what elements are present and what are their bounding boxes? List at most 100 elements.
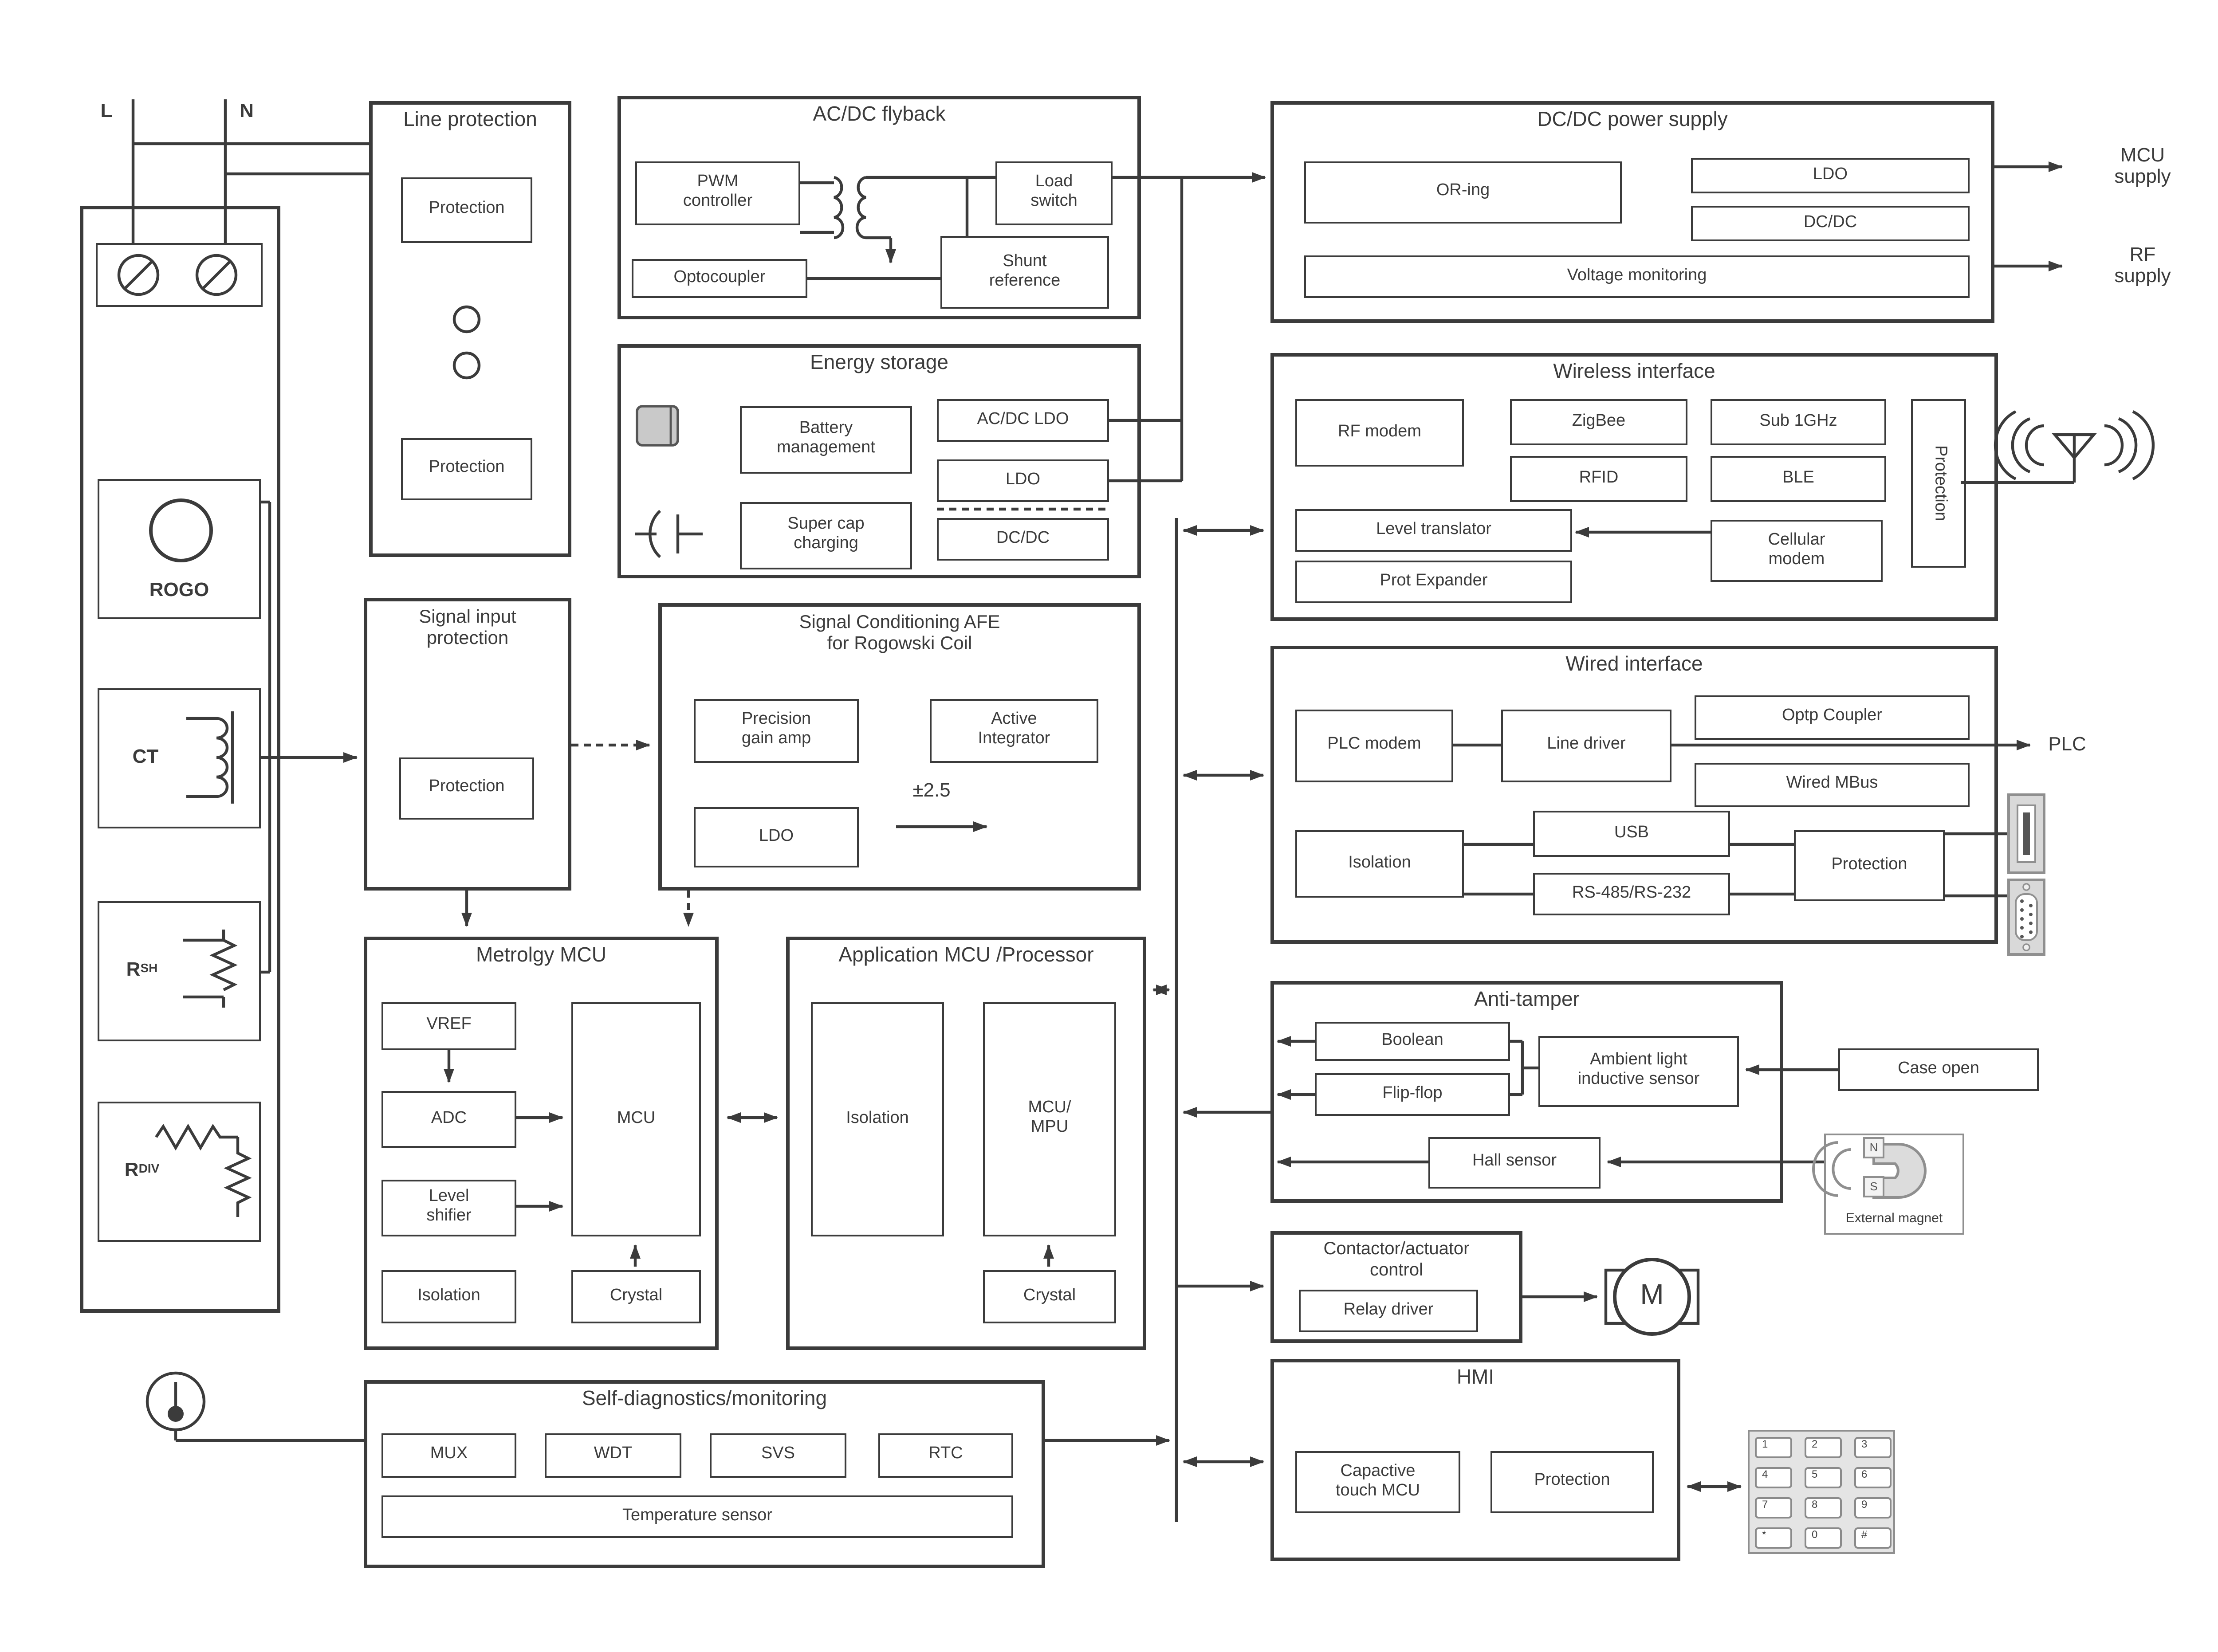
- plus-minus-2v5-label: ±2.5: [912, 780, 951, 802]
- mains-wires: [131, 99, 369, 243]
- rsh-base: R: [126, 959, 141, 981]
- label-line: L: [100, 101, 113, 122]
- adc-box: ADC: [381, 1091, 516, 1148]
- power-bus-wires: [937, 172, 1266, 511]
- key-label: 1: [1762, 1440, 1768, 1451]
- rfid-box: RFID: [1510, 456, 1687, 502]
- keypad-key: #: [1854, 1527, 1892, 1549]
- temperature-sensor-box: Temperature sensor: [381, 1495, 1013, 1538]
- antenna-icon: [1994, 410, 2155, 480]
- rtc-box: RTC: [878, 1433, 1013, 1478]
- key-label: 8: [1812, 1501, 1818, 1511]
- metrology-wires: [444, 1050, 1054, 1267]
- cap-touch-mcu-box: Capactive touch MCU: [1295, 1451, 1460, 1513]
- relay-driver-box: Relay driver: [1299, 1290, 1478, 1332]
- rs485-rs232-box: RS-485/RS-232: [1533, 873, 1730, 915]
- mux-box: MUX: [381, 1433, 516, 1478]
- afe-wires: [461, 740, 987, 927]
- motor-label: M: [1640, 1281, 1664, 1311]
- afe-title: Signal Conditioning AFE for Rogowski Coi…: [799, 612, 1000, 655]
- divider-resistor-icon: [155, 1123, 252, 1217]
- rsh-sup: SH: [140, 963, 158, 976]
- signal-input-protection-title: Signal input protection: [419, 607, 516, 650]
- mcu-supply-label: MCU supply: [2114, 145, 2171, 188]
- wired-wires: [1453, 740, 2031, 898]
- hall-sensor-box: Hall sensor: [1428, 1137, 1601, 1189]
- metrology-mcu-box: MCU: [571, 1002, 701, 1236]
- key-label: 3: [1861, 1440, 1868, 1451]
- flip-flop-box: Flip-flop: [1315, 1073, 1510, 1116]
- rf-supply-label: RF supply: [2114, 244, 2171, 287]
- ct-coil-icon: [186, 711, 234, 804]
- supply-output-arrows: [1994, 161, 2063, 271]
- plc-label: PLC: [2048, 734, 2086, 756]
- keypad-key: 0: [1805, 1527, 1842, 1549]
- magnet-south-pole: S: [1863, 1176, 1884, 1197]
- wireless-interface-title: Wireless interface: [1553, 362, 1715, 383]
- external-magnet-label: External magnet: [1845, 1209, 1943, 1226]
- keypad-key: 1: [1755, 1437, 1792, 1458]
- hmi-title: HMI: [1456, 1368, 1494, 1389]
- motor-icon: [1604, 1258, 1700, 1336]
- keypad-key: 5: [1805, 1467, 1842, 1488]
- keypad-key: 9: [1854, 1497, 1892, 1519]
- wdt-box: WDT: [545, 1433, 681, 1478]
- zigbee-box: ZigBee: [1510, 399, 1687, 445]
- case-open-box: Case open: [1838, 1048, 2039, 1091]
- keypad-key: 2: [1805, 1437, 1842, 1458]
- magnet-icon: [1812, 1141, 1927, 1199]
- contactor-title: Contactor/actuator control: [1323, 1240, 1470, 1280]
- thermometer-icon: [146, 1371, 364, 1442]
- energy-storage-title: Energy storage: [810, 353, 948, 374]
- afe-ldo-box: LDO: [694, 807, 859, 867]
- battery-icon: [636, 405, 679, 447]
- vref-box: VREF: [381, 1002, 516, 1050]
- key-label: 4: [1762, 1471, 1768, 1481]
- sensor-bus-wires: [261, 500, 358, 974]
- boolean-box: Boolean: [1315, 1022, 1510, 1061]
- dcdc-supply-title: DC/DC power supply: [1537, 110, 1728, 131]
- svs-box: SVS: [710, 1433, 846, 1478]
- line-protection-title: Line protection: [403, 110, 537, 131]
- usb-box: USB: [1533, 811, 1730, 857]
- label-neutral: N: [240, 101, 254, 122]
- anti-tamper-title: Anti-tamper: [1474, 990, 1580, 1011]
- rogowski-coil-icon: [149, 498, 213, 562]
- hmi-protection-box: Protection: [1490, 1451, 1654, 1513]
- flyback-transformer-icon: [800, 176, 995, 280]
- supercap-icon: [635, 510, 703, 558]
- keypad-key: 4: [1755, 1467, 1792, 1488]
- rogo-label: ROGO: [149, 580, 209, 601]
- key-label: 5: [1812, 1471, 1818, 1481]
- sub1ghz-box: Sub 1GHz: [1711, 399, 1886, 445]
- keypad-key: 8: [1805, 1497, 1842, 1519]
- rdiv-base: R: [124, 1160, 139, 1181]
- anti-tamper-wires: [1277, 1036, 1838, 1167]
- metrology-isolation-box: Isolation: [381, 1270, 516, 1323]
- application-isolation-box: Isolation: [811, 1002, 944, 1236]
- wired-protection-box: Protection: [1794, 830, 1945, 901]
- keypad-key: 7: [1755, 1497, 1792, 1519]
- level-translator-box: Level translator: [1295, 509, 1572, 552]
- application-crystal-box: Crystal: [983, 1270, 1116, 1323]
- keypad-key: 6: [1854, 1467, 1892, 1488]
- voltage-monitoring-box: Voltage monitoring: [1304, 255, 1970, 298]
- line-driver-box: Line driver: [1501, 710, 1671, 782]
- shunt-reference-box: Shunt reference: [940, 236, 1109, 309]
- pwm-controller-box: PWM controller: [635, 161, 800, 225]
- line-protection-box-1: Protection: [401, 177, 532, 243]
- ct-label: CT: [132, 746, 159, 768]
- key-label: *: [1762, 1531, 1766, 1542]
- shunt-resistor-icon: [183, 930, 238, 1008]
- serial-db9-icon: [2007, 879, 2045, 956]
- wireless-wires: [1575, 458, 2076, 538]
- signal-input-protection-group: Signal input protection: [364, 598, 571, 891]
- application-mcu-title: Application MCU /Processor: [838, 946, 1094, 967]
- system-bus: [1045, 518, 1270, 1522]
- ambient-light-sensor-box: Ambient light inductive sensor: [1538, 1036, 1739, 1107]
- oring-box: OR-ing: [1304, 161, 1622, 224]
- precision-gain-amp-box: Precision gain amp: [694, 699, 859, 763]
